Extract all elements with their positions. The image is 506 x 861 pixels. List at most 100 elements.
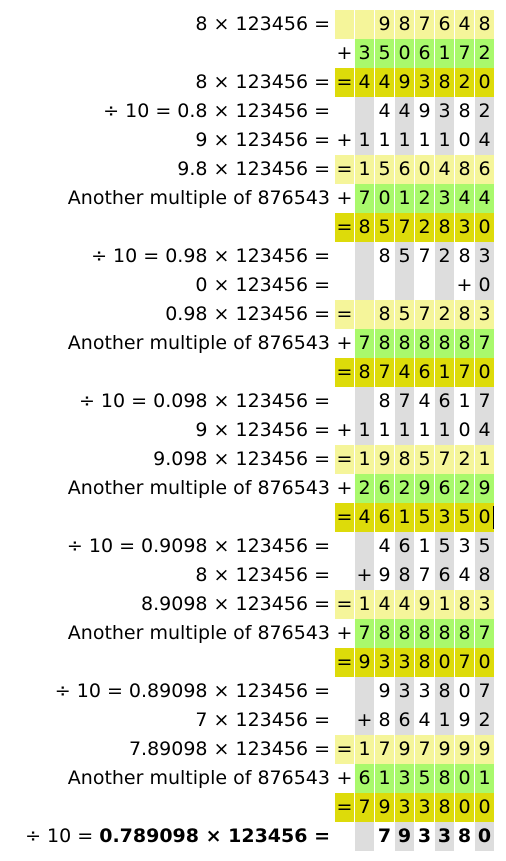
digit-cell: 3 xyxy=(435,822,454,851)
digit-cell: 4 xyxy=(375,532,394,561)
row-label: 9.098 × 123456 = xyxy=(153,445,330,474)
digit-cell: 3 xyxy=(355,39,374,68)
digit-cell: 4 xyxy=(415,706,434,735)
row-label-text: 0.98 × 123456 = xyxy=(165,303,330,325)
operator-cell: + xyxy=(335,184,354,213)
operator-cell xyxy=(335,271,354,300)
row-label: ÷ 10 = 0.9098 × 123456 = xyxy=(67,532,330,561)
operator-cell: = xyxy=(335,213,354,242)
row-label-text: ÷ 10 = 0.89098 × 123456 = xyxy=(54,680,330,702)
operator-cell xyxy=(335,242,354,271)
digit-cell xyxy=(355,271,374,300)
digit-cell xyxy=(355,677,374,706)
digit-cell: 5 xyxy=(475,532,494,561)
row-label-text: 8 × 123456 = xyxy=(195,71,330,93)
digit-cell: 4 xyxy=(375,97,394,126)
row-label: 8 × 123456 = xyxy=(195,68,330,97)
digit-cell xyxy=(355,822,374,851)
digit-cell: 1 xyxy=(475,764,494,793)
digit-cell: 1 xyxy=(375,764,394,793)
digit-cell: 0 xyxy=(475,503,494,532)
digit-cell: 8 xyxy=(355,213,374,242)
digit-cell: + xyxy=(355,706,374,735)
digit-cell: 7 xyxy=(415,10,434,39)
digit-cell: 6 xyxy=(435,10,454,39)
digit-cell: 8 xyxy=(355,358,374,387)
digit-cell: 4 xyxy=(355,68,374,97)
digit-cell: 0 xyxy=(455,677,474,706)
digit-cell: 8 xyxy=(375,329,394,358)
digit-cell: 6 xyxy=(395,532,414,561)
digit-cell: 8 xyxy=(395,329,414,358)
row-label-text: Another multiple of 876543 xyxy=(67,477,330,499)
row-label: ÷ 10 = 0.789098 × 123456 = xyxy=(25,822,330,851)
digit-cell: 8 xyxy=(435,68,454,97)
row-label-text: ÷ 10 = 0.098 × 123456 = xyxy=(78,390,330,412)
row-label: 7 × 123456 = xyxy=(195,706,330,735)
digit-cell: 0 xyxy=(475,648,494,677)
digit-cell: 8 xyxy=(455,155,474,184)
digit-cell: 8 xyxy=(395,561,414,590)
digit-cell: 5 xyxy=(375,39,394,68)
digit-cell: 3 xyxy=(395,793,414,822)
row-label-text: Another multiple of 876543 xyxy=(67,187,330,209)
digit-cell: 6 xyxy=(415,39,434,68)
digit-cell: 7 xyxy=(355,619,374,648)
row-label: Another multiple of 876543 xyxy=(68,619,330,648)
digit-cell: 1 xyxy=(435,39,454,68)
digit-cell: 8 xyxy=(455,242,474,271)
digit-cell: 3 xyxy=(395,648,414,677)
operator-cell xyxy=(335,677,354,706)
digit-cell: 3 xyxy=(375,648,394,677)
digit-cell: 6 xyxy=(415,358,434,387)
row-label-text: 8 × 123456 = xyxy=(195,13,330,35)
digit-cell: 8 xyxy=(475,561,494,590)
digit-cell: 8 xyxy=(435,677,454,706)
digit-cell xyxy=(355,300,374,329)
digit-cell: 0 xyxy=(455,126,474,155)
digit-cell: 0 xyxy=(415,155,434,184)
digit-cell: 8 xyxy=(435,329,454,358)
digit-cell: 7 xyxy=(455,39,474,68)
digit-cell xyxy=(375,271,394,300)
operator-cell: = xyxy=(335,358,354,387)
row-label: 8.9098 × 123456 = xyxy=(141,590,330,619)
operator-cell: = xyxy=(335,445,354,474)
digit-cell: 2 xyxy=(455,474,474,503)
digit-cell: 4 xyxy=(375,68,394,97)
digit-cell: 6 xyxy=(395,155,414,184)
digit-cell: 1 xyxy=(435,590,454,619)
digit-cell: 0 xyxy=(475,358,494,387)
digit-cell: 0 xyxy=(475,793,494,822)
digit-cell: 4 xyxy=(375,590,394,619)
digit-cell xyxy=(435,271,454,300)
digit-cell: 3 xyxy=(415,677,434,706)
digit-cell: 3 xyxy=(415,68,434,97)
digit-cell: 1 xyxy=(475,445,494,474)
digit-cell: 5 xyxy=(415,503,434,532)
digit-cell: 8 xyxy=(375,242,394,271)
digit-cell: 3 xyxy=(455,213,474,242)
digit-cell: 3 xyxy=(475,242,494,271)
digit-cell: 7 xyxy=(415,735,434,764)
row-label-text: ÷ 10 = 0.9098 × 123456 = xyxy=(66,535,330,557)
digit-cell: 2 xyxy=(435,300,454,329)
digit-cell: 8 xyxy=(435,619,454,648)
digit-cell: 6 xyxy=(375,474,394,503)
digit-cell: 2 xyxy=(415,213,434,242)
digit-cell xyxy=(395,271,414,300)
operator-cell xyxy=(335,706,354,735)
digit-cell: 0 xyxy=(455,764,474,793)
digit-cell: 5 xyxy=(375,213,394,242)
operator-cell: + xyxy=(335,416,354,445)
digit-cell: 9 xyxy=(375,793,394,822)
digit-cell: 9 xyxy=(375,677,394,706)
